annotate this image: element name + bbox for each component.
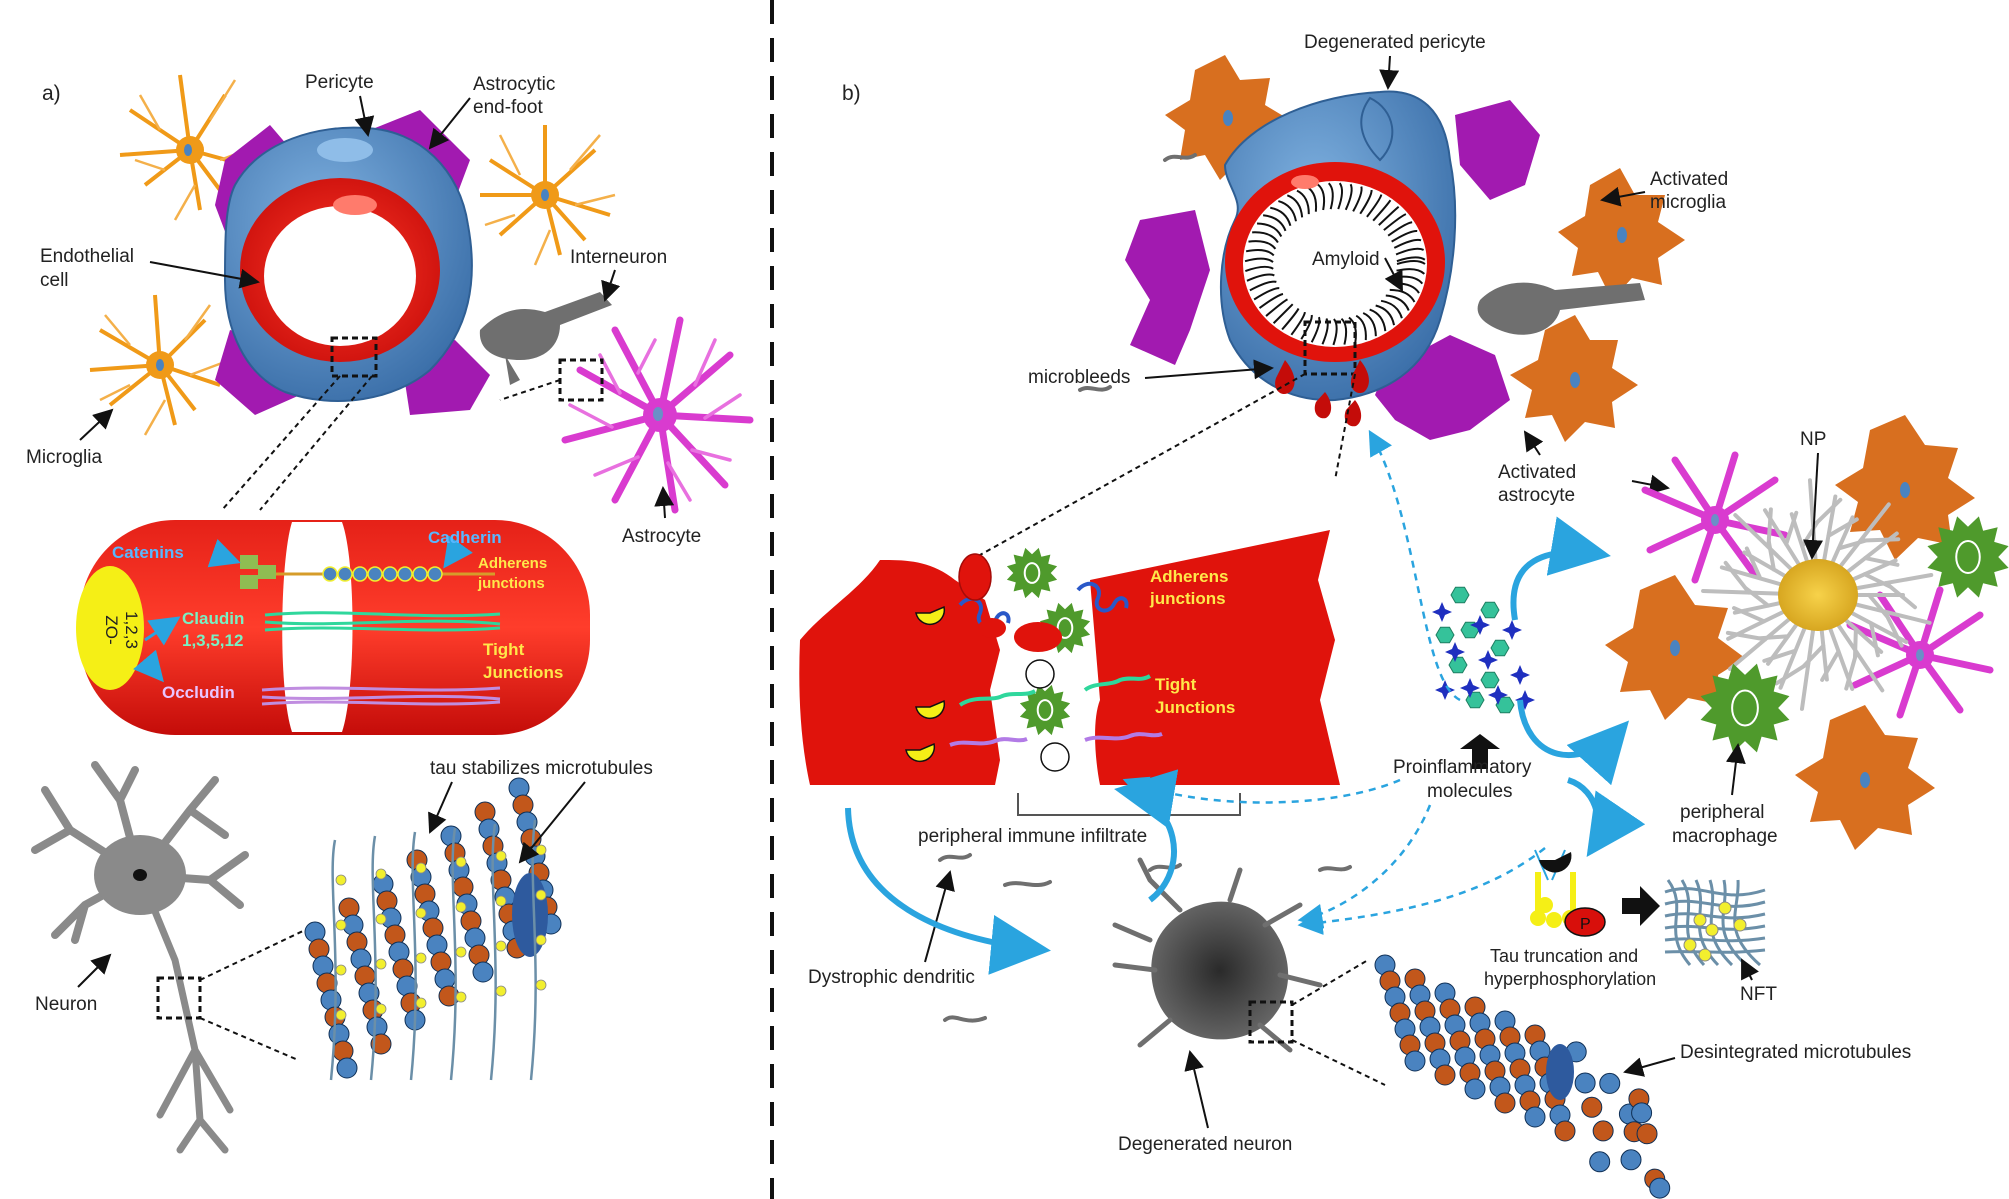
dystrophic-fragments	[938, 153, 1352, 1023]
neuron-zoom-box	[156, 976, 202, 1020]
up-arrow-icon	[1460, 734, 1500, 769]
svg-text:ZO-: ZO-	[102, 615, 121, 644]
microglia-label: Microglia	[26, 447, 102, 468]
tight-label-1: Tight	[483, 640, 525, 659]
panel-b-letter: b)	[842, 82, 861, 105]
catenins-label: Catenins	[112, 543, 184, 562]
neuron-icon	[1112, 857, 1323, 1053]
desintegrated-label: Desintegrated microtubules	[1680, 1042, 1911, 1063]
interneuron-icon	[479, 292, 612, 385]
tight-label-2: Junctions	[483, 663, 563, 682]
pericyte-label: Pericyte	[305, 72, 374, 93]
proinflammatory-label-1: Proinflammatory	[1393, 757, 1532, 778]
endothelial-vessel-icon	[240, 178, 440, 362]
occludin-label: Occludin	[162, 683, 235, 702]
microbleeds-label: microbleeds	[1028, 367, 1130, 388]
amyloid-vessel-icon	[1225, 162, 1445, 362]
tight-b-label-1: Tight	[1155, 675, 1197, 694]
microglia-icon	[89, 294, 231, 436]
bleed-zoom-box	[1303, 320, 1357, 376]
cytokine-star-icon	[1432, 586, 1535, 714]
svg-text:1,2,3: 1,2,3	[122, 611, 141, 649]
neuron-zoom-box-b	[1248, 1000, 1294, 1044]
claudin-label-1: Claudin	[182, 609, 244, 628]
microglia-icon	[119, 74, 261, 221]
feedback-arrows	[845, 516, 1646, 975]
interneuron-icon	[1477, 282, 1645, 335]
endothelial-label-2: cell	[40, 270, 69, 291]
neuron-icon	[31, 761, 249, 1154]
activated-microglia-label-1: Activated	[1650, 169, 1728, 190]
adherens-label-1: Adherens	[478, 555, 547, 572]
svg-text:P: P	[1580, 916, 1591, 933]
microtubule-icon	[1374, 954, 1671, 1199]
adherens-b-label-2: junctions	[1149, 589, 1226, 608]
astrocytic-endfoot-label-1: Astrocytic	[473, 74, 555, 95]
panel-b: b) Amyloid	[799, 32, 2009, 1199]
peripheral-macrophage-label-1: peripheral	[1680, 802, 1765, 823]
neuron-label: Neuron	[35, 994, 97, 1015]
right-arrow-icon	[1622, 886, 1660, 926]
phosphate-icon	[1564, 907, 1606, 937]
dashed-signal-arrows	[1122, 429, 1546, 935]
junction-zoom-box	[330, 336, 378, 378]
activated-astrocyte-label-2: astrocyte	[1498, 485, 1575, 506]
cadherin-label: Cadherin	[428, 528, 502, 547]
proinflammatory-label-2: molecules	[1427, 781, 1513, 802]
tight-b-label-2: Junctions	[1155, 698, 1235, 717]
astrocyte-icon	[1641, 451, 1789, 584]
junction-tube-icon: ZO- 1,2,3 Catenins Cadherin Adherens	[76, 520, 590, 735]
astrocyte-label: Astrocyte	[622, 526, 701, 547]
adherens-label-2: junctions	[477, 575, 545, 592]
endothelial-label-1: Endothelial	[40, 246, 134, 267]
microtubule-icon	[304, 777, 562, 1081]
neuritic-plaque-icon	[1701, 478, 1934, 711]
degenerated-neuron-label: Degenerated neuron	[1118, 1134, 1292, 1155]
panel-a-letter: a)	[42, 82, 61, 105]
tau-stabilizes-label: tau stabilizes microtubules	[430, 758, 653, 779]
tau-truncation-icon: P	[1530, 849, 1606, 937]
adherens-b-label-1: Adherens	[1150, 567, 1228, 586]
tau-truncation-label-1: Tau truncation and	[1490, 946, 1638, 966]
peripheral-immune-label: peripheral immune infiltrate	[918, 826, 1147, 847]
activated-astrocyte-label-1: Activated	[1498, 462, 1576, 483]
peripheral-macrophage-label-2: macrophage	[1672, 826, 1778, 847]
microglia-icon	[480, 125, 616, 266]
blood-drop-icon	[1275, 360, 1369, 427]
tau-truncation-label-2: hyperphosphorylation	[1484, 969, 1656, 989]
amyloid-label: Amyloid	[1312, 249, 1380, 270]
claudin-label-2: 1,3,5,12	[182, 631, 243, 650]
nft-icon	[1664, 879, 1766, 967]
dystrophic-label: Dystrophic dendritic	[808, 967, 975, 988]
np-label: NP	[1800, 429, 1826, 450]
astrocytic-endfoot-label-2: end-foot	[473, 97, 543, 118]
astrocyte-icon	[1846, 586, 1994, 719]
interneuron-label: Interneuron	[570, 247, 667, 268]
damaged-endothelium-icon	[799, 530, 1340, 785]
degenerated-pericyte-label: Degenerated pericyte	[1304, 32, 1486, 53]
activated-microglia-label-2: microglia	[1650, 192, 1726, 213]
astrocyte-icon	[561, 316, 754, 514]
panel-a: a)	[26, 72, 754, 1154]
nft-label: NFT	[1740, 984, 1777, 1005]
zo-oval	[76, 566, 144, 690]
